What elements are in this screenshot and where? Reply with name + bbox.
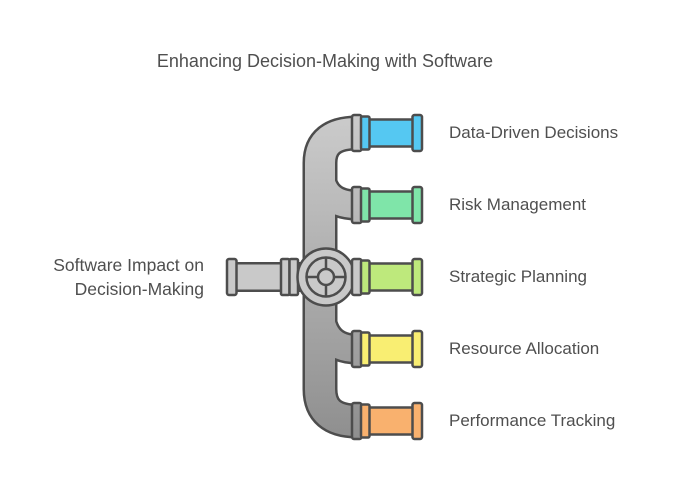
color-flange bbox=[359, 115, 371, 151]
branch-label-data-driven-decisions: Data-Driven Decisions bbox=[449, 123, 619, 142]
valve-hub bbox=[316, 267, 336, 287]
source-node-label: Software Impact on Decision-Making bbox=[53, 255, 204, 299]
pipe-body bbox=[365, 190, 416, 220]
valve-icon bbox=[296, 247, 356, 307]
end-flange bbox=[411, 185, 424, 225]
pipe-segment-risk-management bbox=[350, 185, 424, 225]
end-flange bbox=[411, 257, 424, 297]
pipe-segment-resource-allocation bbox=[350, 329, 424, 369]
branch-label-strategic-planning: Strategic Planning bbox=[449, 267, 587, 286]
inlet-flange-a bbox=[279, 257, 291, 297]
color-flange bbox=[359, 259, 371, 295]
branch-pipe-2 bbox=[307, 166, 358, 218]
pipe-segment-performance-tracking bbox=[350, 401, 424, 441]
color-flange bbox=[359, 331, 371, 367]
pipe-body bbox=[365, 334, 416, 364]
color-flange bbox=[359, 187, 371, 223]
end-flange bbox=[411, 329, 424, 369]
inlet-end-flange bbox=[225, 257, 238, 297]
pipe-segment-data-driven-decisions bbox=[350, 113, 424, 153]
diagram-title: Enhancing Decision-Making with Software bbox=[156, 51, 494, 71]
pipe-body bbox=[365, 406, 416, 436]
branch-label-risk-management: Risk Management bbox=[449, 195, 587, 214]
end-flange bbox=[411, 113, 424, 153]
pipe-segment-strategic-planning bbox=[350, 257, 424, 297]
branch-label-resource-allocation: Resource Allocation bbox=[449, 339, 600, 358]
branch-pipe-4 bbox=[307, 304, 358, 362]
pipe-body bbox=[365, 118, 416, 148]
color-flange bbox=[359, 403, 371, 439]
branch-label-performance-tracking: Performance Tracking bbox=[449, 411, 616, 430]
end-flange bbox=[411, 401, 424, 441]
pipe-body bbox=[365, 262, 416, 292]
